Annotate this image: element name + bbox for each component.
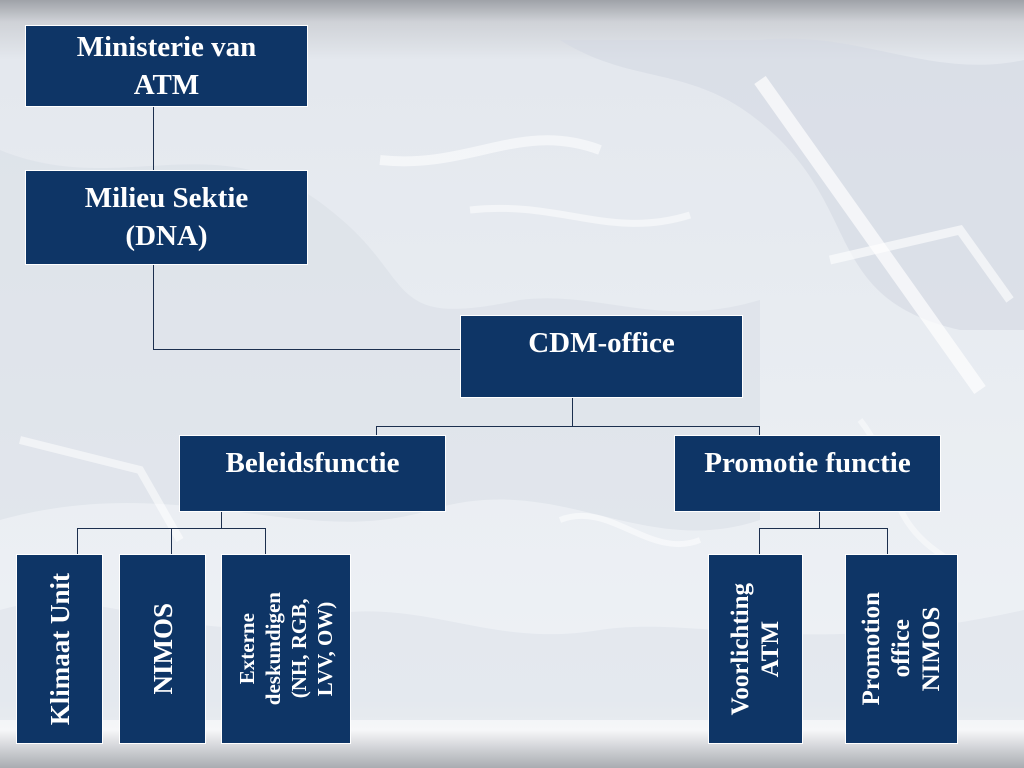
node-milieu-sektie: Milieu Sektie (DNA)	[25, 170, 308, 265]
node-ministerie-label: Ministerie van ATM	[76, 31, 257, 101]
connector-to-klimaat	[77, 528, 78, 555]
node-voorlichting-atm: Voorlichting ATM	[708, 554, 803, 744]
node-cdm-office: CDM-office	[460, 315, 743, 398]
connector-cdm-branch	[376, 426, 760, 427]
node-klimaat-unit: Klimaat Unit	[16, 554, 103, 744]
connector-to-beleid	[376, 426, 377, 436]
node-ministerie: Ministerie van ATM	[25, 25, 308, 107]
node-beleid-label: Beleidsfunctie	[225, 447, 400, 479]
connector-promotie-down	[819, 510, 820, 529]
node-klimaat-label: Klimaat Unit	[44, 572, 75, 726]
connector-to-promotie	[759, 426, 760, 436]
connector-cdm-down	[572, 397, 573, 427]
node-nimos-label: NIMOS	[147, 603, 178, 695]
node-beleidsfunctie: Beleidsfunctie	[179, 435, 446, 512]
connector-ministerie-milieu	[153, 106, 154, 172]
connector-to-cdm	[153, 349, 462, 350]
node-voorlichting-label: Voorlichting ATM	[726, 582, 784, 716]
node-nimos: NIMOS	[119, 554, 206, 744]
node-externe-deskundigen: Externe deskundigen (NH, RGB, LVV, OW)	[221, 554, 351, 744]
connector-promotie-branch	[759, 528, 888, 529]
connector-to-nimos	[171, 528, 172, 555]
node-promotie-label: Promotie functie	[704, 447, 911, 479]
connector-to-externe	[265, 528, 266, 555]
connector-milieu-down	[153, 264, 154, 350]
connector-to-voorlichting	[759, 528, 760, 555]
node-promotie-functie: Promotie functie	[674, 435, 941, 512]
connector-to-promotion-office	[887, 528, 888, 555]
connector-beleid-down	[221, 510, 222, 529]
node-promotion-office-nimos: Promotion office NIMOS	[845, 554, 958, 744]
node-cdm-label: CDM-office	[528, 327, 675, 359]
node-promotion-office-label: Promotion office NIMOS	[857, 592, 945, 706]
node-milieu-label: Milieu Sektie (DNA)	[84, 182, 249, 252]
node-externe-label: Externe deskundigen (NH, RGB, LVV, OW)	[235, 592, 337, 706]
